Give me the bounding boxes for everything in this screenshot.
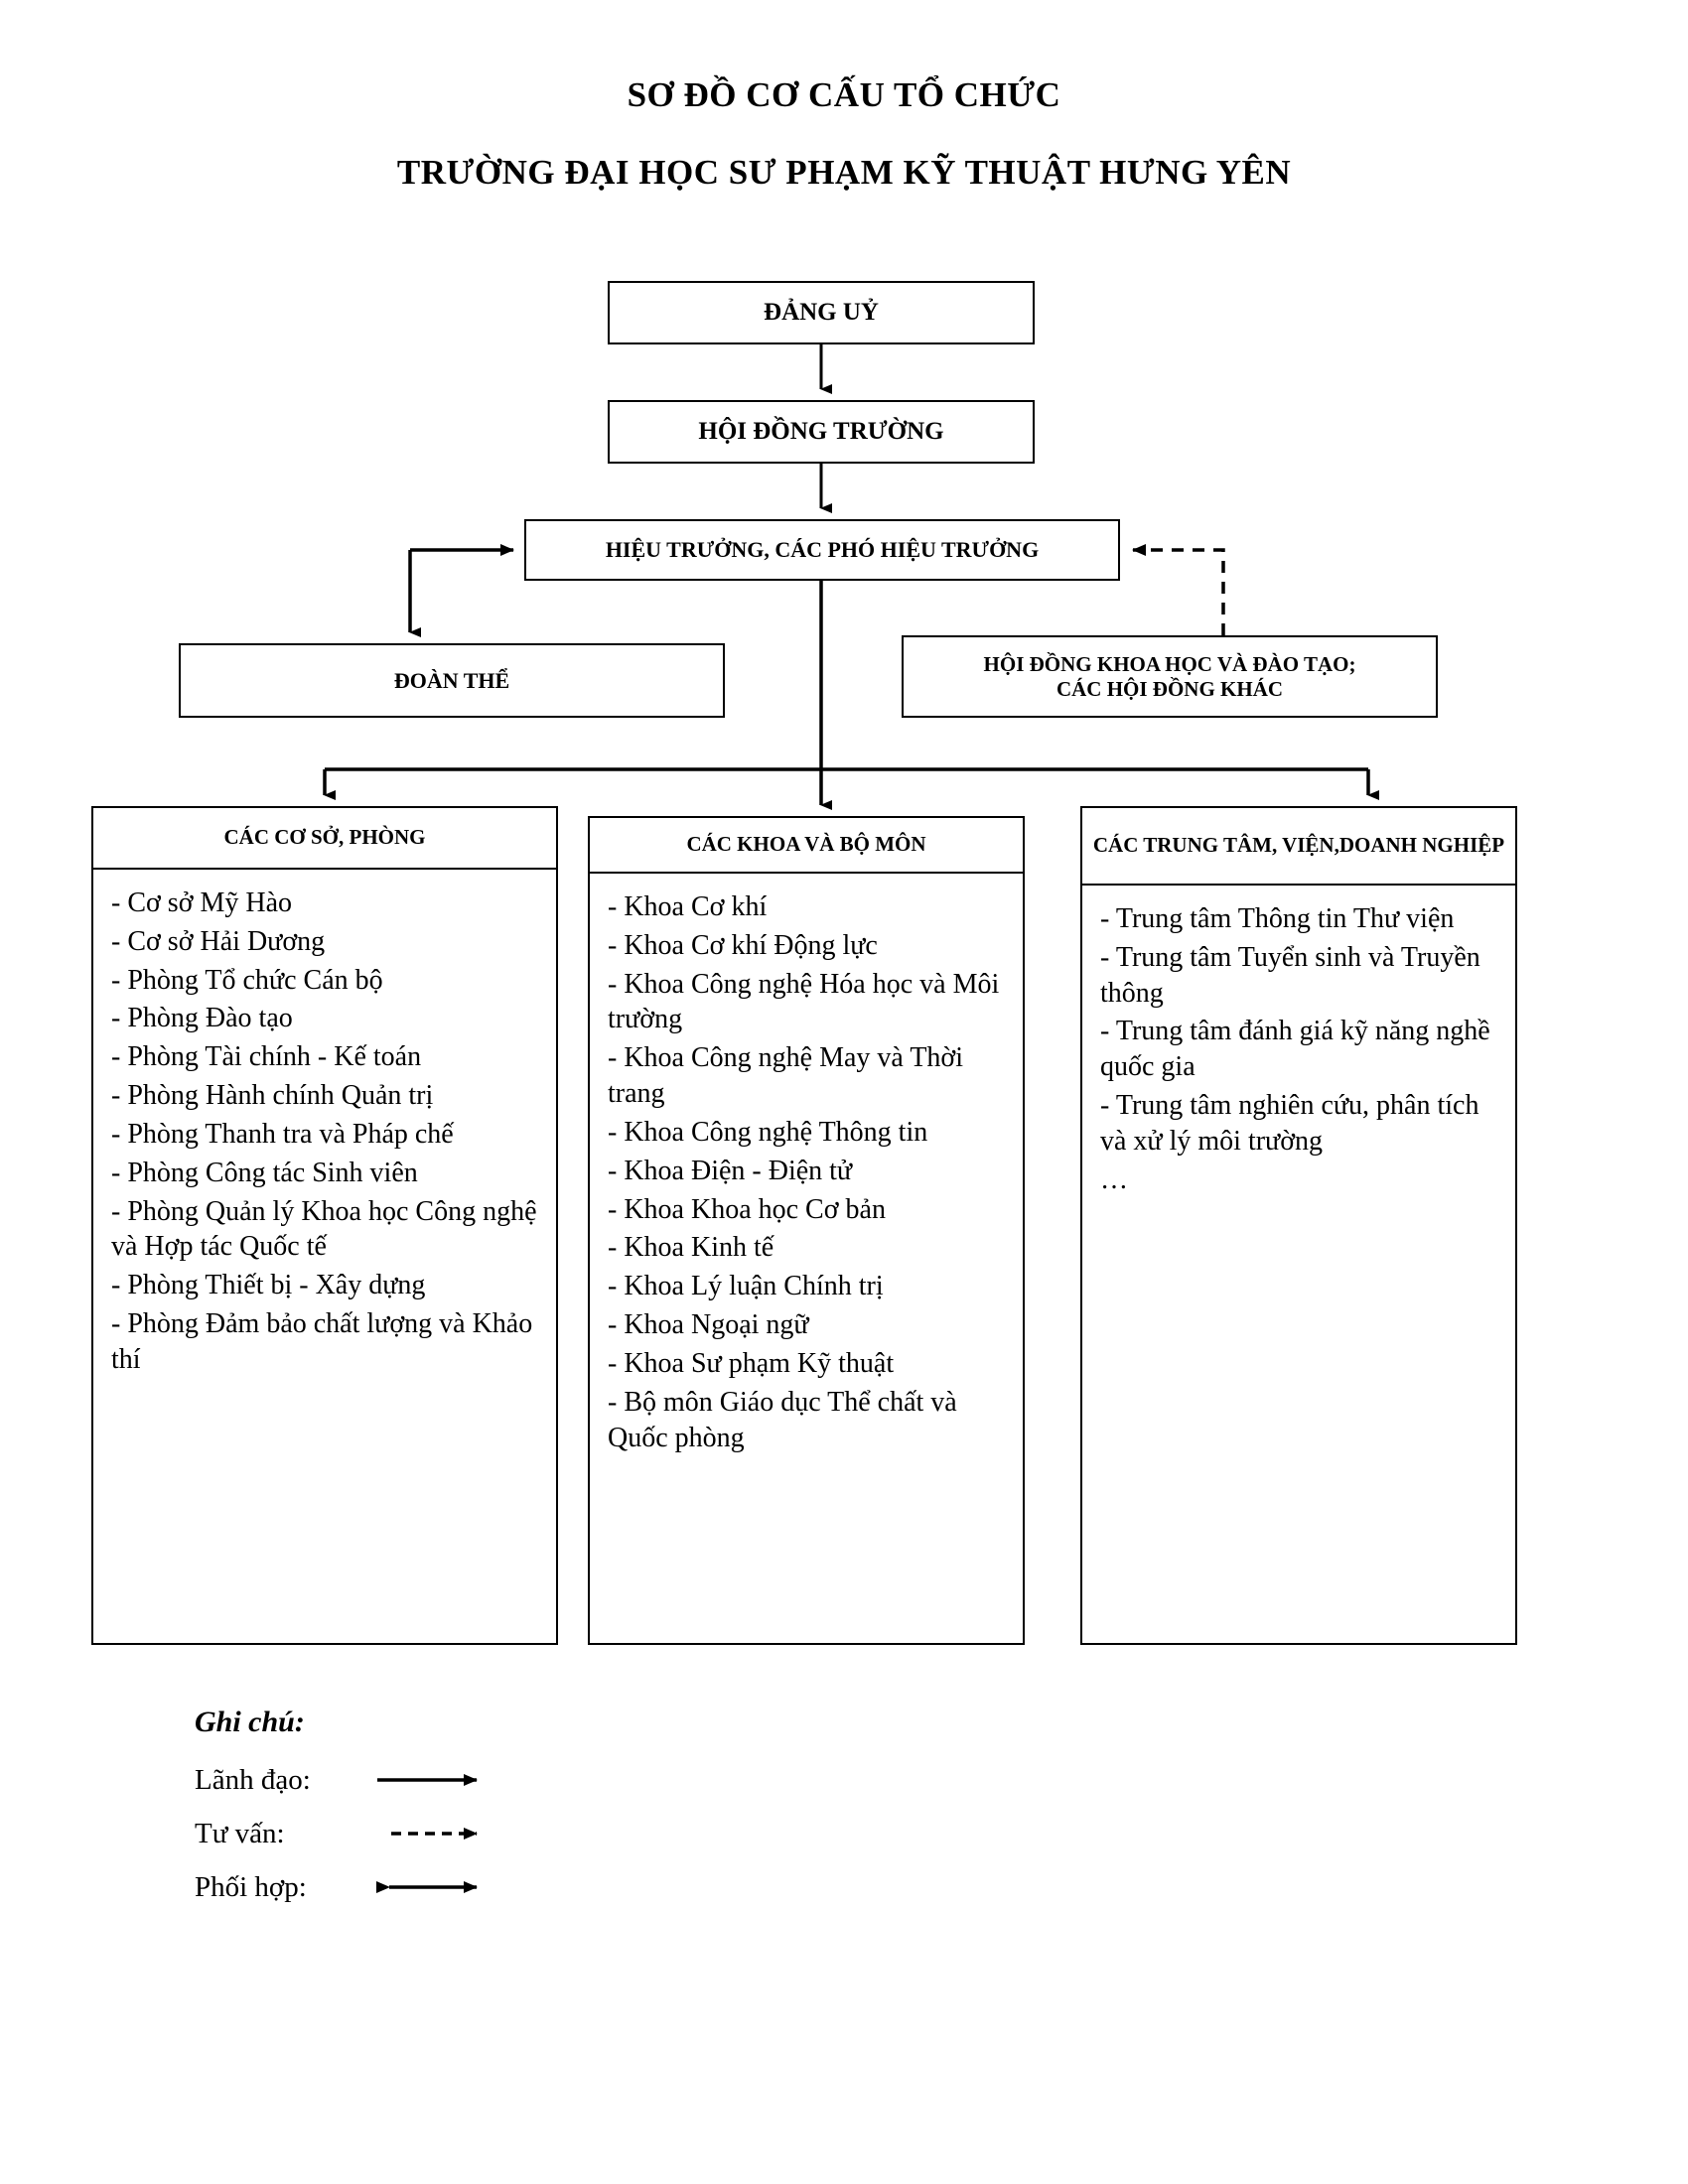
node-hieu-truong[interactable]: HIỆU TRƯỞNG, CÁC PHÓ HIỆU TRƯỞNG: [524, 519, 1120, 581]
list-item: - Khoa Ngoại ngữ: [608, 1309, 809, 1341]
node-hoi-dong-khoa-hoc-label: HỘI ĐỒNG KHOA HỌC VÀ ĐÀO TẠO; CÁC HỘI ĐỒ…: [984, 652, 1356, 702]
list-item: - Trung tâm Tuyển sinh và Truyền thông: [1100, 941, 1487, 1009]
node-hoi-dong-khoa-hoc-line2: CÁC HỘI ĐỒNG KHÁC: [1055, 676, 1284, 701]
page-title: SƠ ĐỒ CƠ CẤU TỔ CHỨC TRƯỜNG ĐẠI HỌC SƯ P…: [0, 77, 1688, 190]
list-item: …: [1100, 1163, 1128, 1195]
legend-row-phoi-hop: Phối hợp:: [195, 1860, 711, 1914]
list-item: - Cơ sở Hải Dương: [111, 925, 326, 957]
node-hieu-truong-label: HIỆU TRƯỞNG, CÁC PHÓ HIỆU TRƯỞNG: [605, 537, 1040, 563]
node-hoi-dong-khoa-hoc-line1: HỘI ĐỒNG KHOA HỌC VÀ ĐÀO TẠO;: [983, 651, 1356, 676]
list-item: - Phòng Công tác Sinh viên: [111, 1157, 418, 1188]
list-item: - Khoa Cơ khí Động lực: [608, 929, 878, 961]
legend-row-lanh-dao: Lãnh đạo:: [195, 1753, 711, 1807]
column-3-items: - Trung tâm Thông tin Thư viện - Trung tâ…: [1082, 886, 1515, 1211]
node-hoi-dong-khoa-hoc[interactable]: HỘI ĐỒNG KHOA HỌC VÀ ĐÀO TẠO; CÁC HỘI ĐỒ…: [902, 635, 1438, 718]
list-item: - Trung tâm Thông tin Thư viện: [1100, 903, 1455, 934]
column-2-header: CÁC KHOA VÀ BỘ MÔN: [590, 818, 1023, 874]
list-item: - Phòng Quản lý Khoa học Công nghệ và Hợ…: [111, 1195, 544, 1263]
double-headed-arrow-icon: [376, 1881, 478, 1893]
legend-label-tu-van: Tư vấn:: [195, 1817, 285, 1849]
list-item: - Khoa Sư phạm Kỹ thuật: [608, 1347, 895, 1379]
list-item: - Phòng Đào tạo: [111, 1003, 293, 1034]
list-item: - Phòng Hành chính Quản trị: [111, 1080, 434, 1112]
dashed-arrow-right-icon: [391, 1828, 478, 1840]
list-item: - Khoa Khoa học Cơ bản: [608, 1193, 886, 1225]
list-item: - Phòng Thiết bị - Xây dựng: [111, 1270, 426, 1301]
title-line-2: TRƯỜNG ĐẠI HỌC SƯ PHẠM KỸ THUẬT HƯNG YÊN: [396, 153, 1292, 192]
legend-title: Ghi chú:: [195, 1706, 305, 1738]
list-item: - Phòng Đảm bảo chất lượng và Khảo thí: [111, 1308, 540, 1375]
node-dang-uy-label: ĐẢNG UỶ: [764, 299, 879, 327]
column-2-items: - Khoa Cơ khí - Khoa Cơ khí Động lực - Kho…: [590, 874, 1023, 1468]
column-3-header: CÁC TRUNG TÂM, VIỆN, DOANH NGHIỆP: [1082, 808, 1515, 886]
list-item: - Phòng Thanh tra và Pháp chế: [111, 1118, 454, 1150]
node-dang-uy[interactable]: ĐẢNG UỶ: [608, 281, 1035, 344]
legend-row-tu-van: Tư vấn:: [195, 1807, 711, 1860]
solid-arrow-right-icon: [377, 1774, 478, 1786]
node-doan-the-label: ĐOÀN THỂ: [393, 667, 510, 693]
list-item: - Trung tâm nghiên cứu, phân tích và xử …: [1100, 1090, 1486, 1157]
column-co-so-phong[interactable]: CÁC CƠ SỞ, PHÒNG - Cơ sở Mỹ Hào - Cơ sở H…: [91, 806, 558, 1645]
column-3-header-line1: CÁC TRUNG TÂM, VIỆN,: [1092, 833, 1339, 858]
edge-hoidongkhoahoc-to-hieutruong-dashed: [1132, 544, 1225, 635]
title-line-1: SƠ ĐỒ CƠ CẤU TỔ CHỨC: [627, 75, 1061, 114]
list-item: - Khoa Công nghệ Thông tin: [608, 1116, 928, 1148]
node-hoi-dong-truong-label: HỘI ĐỒNG TRƯỜNG: [698, 418, 944, 446]
list-item: - Khoa Điện - Điện tử: [608, 1155, 853, 1186]
column-1-header: CÁC CƠ SỞ, PHÒNG: [93, 808, 556, 870]
list-item: - Bộ môn Giáo dục Thể chất và Quốc phòng: [608, 1386, 964, 1453]
column-1-items: - Cơ sở Mỹ Hào - Cơ sở Hải Dương - Phòng T…: [93, 870, 556, 1391]
list-item: - Phòng Tổ chức Cán bộ: [111, 964, 383, 996]
column-khoa-bo-mon[interactable]: CÁC KHOA VÀ BỘ MÔN - Khoa Cơ khí- Khoa C…: [588, 816, 1025, 1645]
list-item: - Trung tâm đánh giá kỹ năng nghề quốc g…: [1100, 1016, 1497, 1083]
list-item: - Cơ sở Mỹ Hào: [111, 887, 293, 918]
column-3-header-line2: DOANH NGHIỆP: [1338, 833, 1505, 858]
legend-label-lanh-dao: Lãnh đạo:: [195, 1763, 311, 1796]
list-item: - Khoa Công nghệ May và Thời trang: [608, 1042, 971, 1110]
node-doan-the[interactable]: ĐOÀN THỂ: [179, 643, 725, 718]
node-hoi-dong-truong[interactable]: HỘI ĐỒNG TRƯỜNG: [608, 400, 1035, 464]
legend: Ghi chú: Lãnh đạo: Tư vấn: Phối hợp:: [195, 1706, 711, 1914]
list-item: - Khoa Kinh tế: [608, 1232, 774, 1264]
legend-label-phoi-hop: Phối hợp:: [195, 1870, 307, 1903]
list-item: - Khoa Công nghệ Hóa học và Môi trường: [608, 968, 1007, 1035]
list-item: - Khoa Lý luận Chính trị: [608, 1271, 884, 1302]
list-item: - Khoa Cơ khí: [608, 891, 768, 922]
column-trung-tam-vien[interactable]: CÁC TRUNG TÂM, VIỆN, DOANH NGHIỆP - Trun…: [1080, 806, 1517, 1645]
list-item: - Phòng Tài chính - Kế toán: [111, 1041, 422, 1073]
